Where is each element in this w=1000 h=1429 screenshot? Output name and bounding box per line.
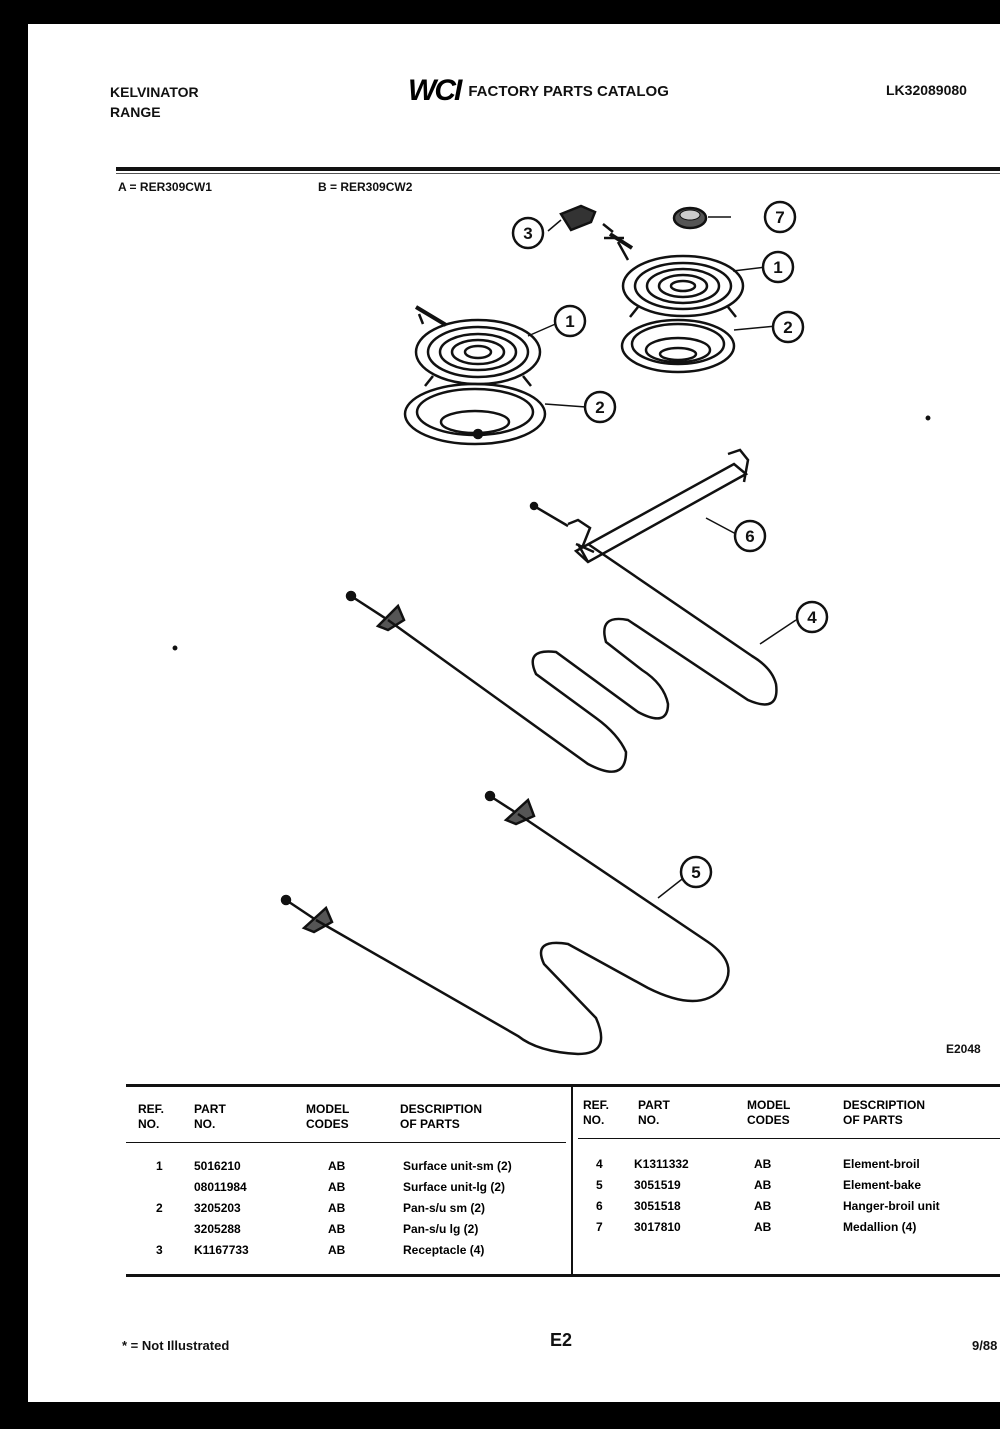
model-codes-header: MODEL CODES xyxy=(306,1102,350,1131)
callout-circle xyxy=(511,216,545,250)
callout-4: 4 xyxy=(795,600,829,634)
wci-logo: WCI xyxy=(408,74,462,107)
ref-no-header-right: REF. NO. xyxy=(583,1098,610,1127)
callout-circle xyxy=(583,390,617,424)
table-top-rule xyxy=(126,1084,1000,1087)
callout-label: 5 xyxy=(691,863,700,882)
drip-pan-large xyxy=(620,318,777,374)
table-header-rule-right xyxy=(578,1138,1000,1139)
part-no-header-right: PART NO. xyxy=(638,1098,670,1127)
broil-unit-hanger xyxy=(529,448,750,564)
callout-circle xyxy=(733,519,767,553)
callout-label: 1 xyxy=(565,312,574,331)
part-no-header: PART NO. xyxy=(194,1102,226,1131)
ref-no-header: REF. NO. xyxy=(138,1102,165,1131)
broil-element xyxy=(345,542,797,773)
catalog-title: FACTORY PARTS CATALOG xyxy=(468,82,669,100)
callout-circle xyxy=(553,304,587,338)
callout-circle xyxy=(679,855,713,889)
callout-1: 1 xyxy=(761,250,795,284)
callout-circle xyxy=(763,200,797,234)
brand-name: KELVINATOR xyxy=(110,84,199,100)
diagram-code: E2048 xyxy=(946,1042,981,1056)
callout-2: 2 xyxy=(771,310,805,344)
catalog-header: WCI FACTORY PARTS CATALOG xyxy=(408,74,669,107)
table-header-rule-left xyxy=(126,1142,566,1143)
callout-label: 3 xyxy=(523,224,532,243)
not-illustrated-note: * = Not Illustrated xyxy=(122,1338,230,1353)
callout-5: 5 xyxy=(679,855,713,889)
header-divider-thin xyxy=(116,173,1000,174)
callout-2: 2 xyxy=(583,390,617,424)
model-codes-header-right: MODEL CODES xyxy=(747,1098,791,1127)
surface-unit-large xyxy=(604,232,767,318)
product-type: RANGE xyxy=(110,104,161,120)
callout-1: 1 xyxy=(553,304,587,338)
model-b-label: B = RER309CW2 xyxy=(318,180,413,194)
bake-element xyxy=(280,790,730,1056)
model-code: LK32089080 xyxy=(886,82,967,98)
callout-circle xyxy=(761,250,795,284)
callout-label: 4 xyxy=(807,608,817,627)
callout-label: 1 xyxy=(773,258,782,277)
callout-3: 3 xyxy=(511,216,545,250)
description-header-right: DESCRIPTION OF PARTS xyxy=(843,1098,926,1127)
receptacle-part xyxy=(547,204,614,233)
brand-block: KELVINATOR RANGE xyxy=(110,82,199,122)
description-header: DESCRIPTION OF PARTS xyxy=(400,1102,483,1131)
callout-circle xyxy=(771,310,805,344)
drip-pan-small xyxy=(403,382,587,446)
table-bottom-rule xyxy=(126,1274,1000,1277)
callout-label: 2 xyxy=(783,318,792,337)
page-number: E2 xyxy=(550,1330,573,1350)
catalog-date: 9/88 xyxy=(972,1338,998,1353)
header-divider xyxy=(116,167,1000,171)
callout-label: 6 xyxy=(745,527,754,546)
table-divider xyxy=(571,1084,573,1274)
callout-label: 7 xyxy=(775,208,784,227)
surface-unit-small xyxy=(414,305,561,387)
callout-7: 7 xyxy=(763,200,797,234)
callout-6: 6 xyxy=(733,519,767,553)
callout-label: 2 xyxy=(595,398,604,417)
model-a-label: A = RER309CW1 xyxy=(118,180,212,194)
callout-circle xyxy=(795,600,829,634)
catalog-page: KELVINATOR RANGE WCI FACTORY PARTS CATAL… xyxy=(28,24,1000,1402)
medallion-part xyxy=(672,206,731,230)
